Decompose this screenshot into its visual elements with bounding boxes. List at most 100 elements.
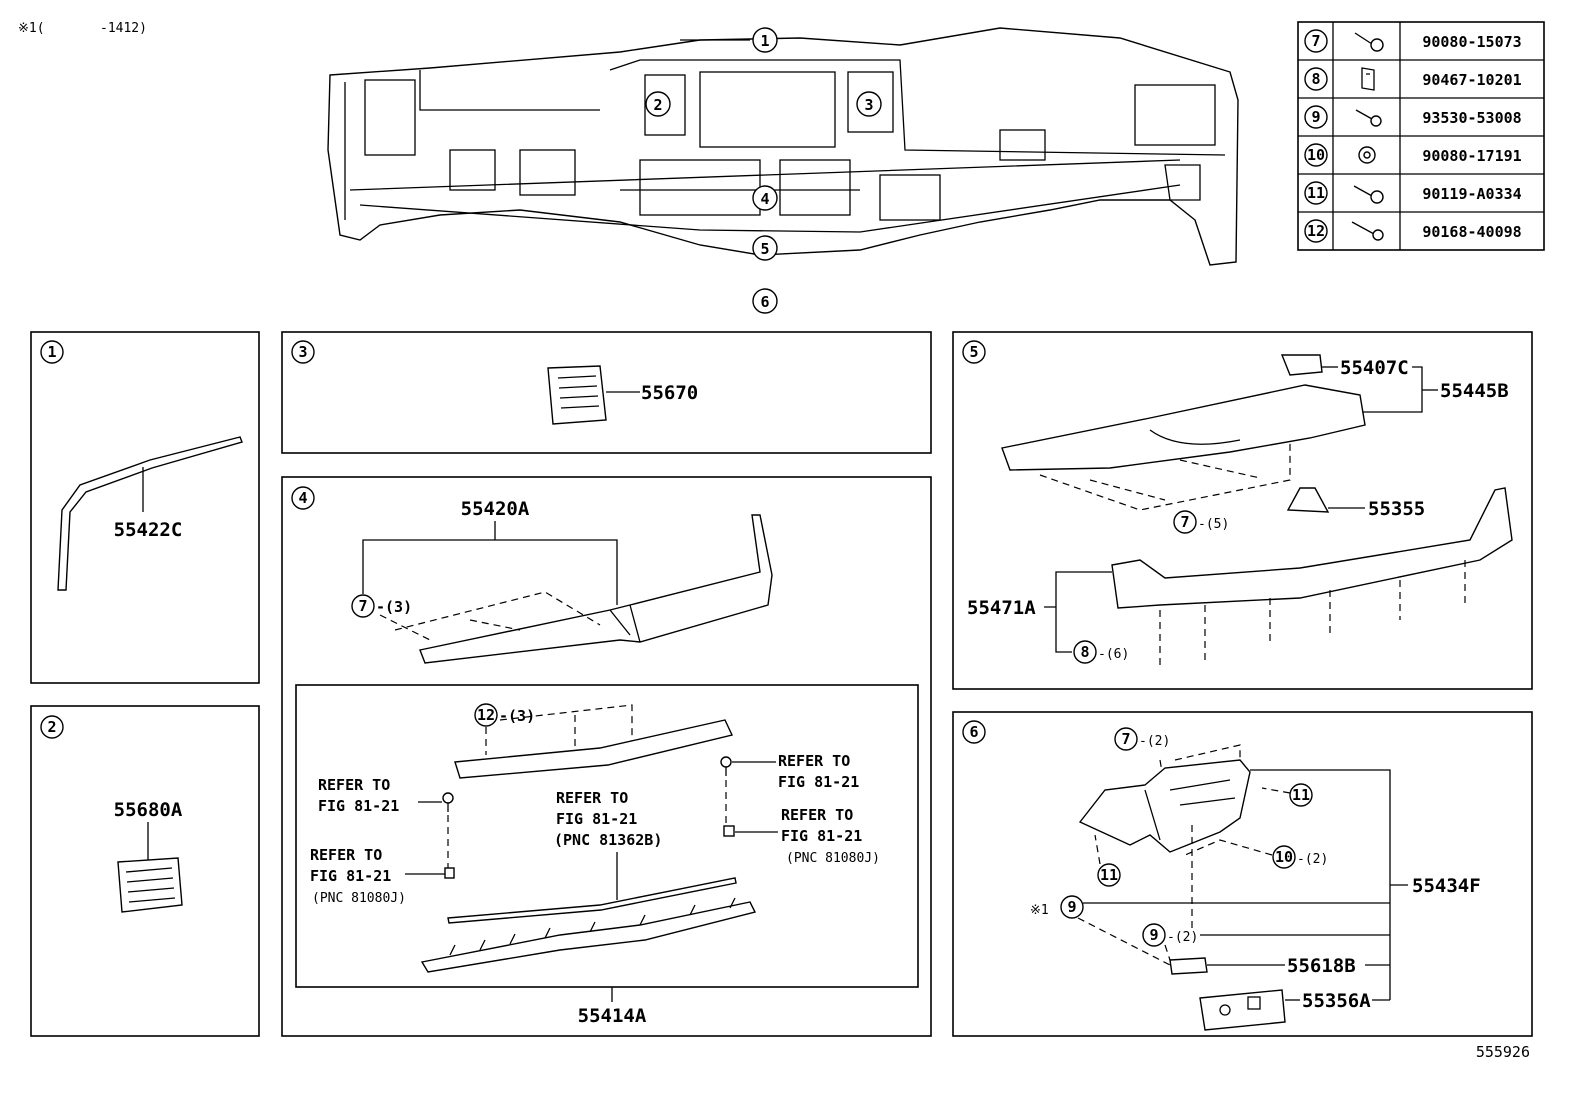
part-label: 55618B bbox=[1287, 955, 1356, 977]
dashboard-overview bbox=[327, 27, 1239, 266]
part-label: 55670 bbox=[641, 382, 698, 404]
screw-icon bbox=[720, 756, 732, 776]
table-part-no: 90467-10201 bbox=[1422, 71, 1521, 89]
part-label: 55356A bbox=[1302, 990, 1371, 1012]
part-label: 55471A bbox=[967, 597, 1036, 619]
header-note-right: -1412) bbox=[100, 21, 147, 36]
callout-11: 11 bbox=[1292, 786, 1310, 804]
fastener-table: 7 90080-15073 8 90467-10201 9 93530-5300… bbox=[1297, 21, 1545, 251]
panel-2: 2 55680A bbox=[30, 705, 260, 1037]
table-part-no: 90168-40098 bbox=[1422, 223, 1521, 241]
refer-label: FIG 81-21 bbox=[778, 773, 859, 791]
refer-label: (PNC 81080J) bbox=[786, 851, 880, 866]
panel-1: 1 55422C bbox=[30, 331, 260, 684]
callout-7: 7 bbox=[358, 597, 367, 615]
part-label: 55680A bbox=[114, 799, 183, 821]
callout-12: 12 bbox=[477, 706, 495, 724]
panel-2-number: 2 bbox=[47, 718, 56, 736]
overview-callout-3: 3 bbox=[864, 96, 873, 114]
callout-7-qty: -(3) bbox=[376, 598, 412, 616]
callout-7-qty: -(2) bbox=[1139, 734, 1170, 749]
callout-7-qty: -(5) bbox=[1198, 517, 1229, 532]
callout-10-qty: -(2) bbox=[1297, 852, 1328, 867]
clip-icon bbox=[723, 825, 735, 837]
wire-harness bbox=[447, 877, 737, 924]
clip-icon bbox=[444, 867, 455, 879]
screw-icon bbox=[1355, 109, 1382, 127]
table-row: 8 90467-10201 bbox=[1304, 67, 1522, 91]
table-ref: 9 bbox=[1311, 108, 1320, 126]
overview-callout-2: 2 bbox=[653, 96, 662, 114]
clip-cap bbox=[1286, 487, 1330, 513]
panel-4-number: 4 bbox=[298, 489, 307, 507]
overview-callout-4: 4 bbox=[760, 190, 769, 208]
refer-label: REFER TO bbox=[318, 776, 390, 794]
refer-label: (PNC 81080J) bbox=[312, 891, 406, 906]
clip-icon bbox=[1361, 67, 1375, 91]
air-vent bbox=[117, 857, 183, 913]
refer-label: FIG 81-21 bbox=[310, 867, 391, 885]
callout-9: 9 bbox=[1067, 898, 1076, 916]
callout-10: 10 bbox=[1275, 848, 1293, 866]
panel-4: 4 55420A 7 -(3) 12 -(3) REFER TO FIG 81-… bbox=[281, 476, 932, 1037]
screw-icon bbox=[442, 792, 454, 812]
table-row: 10 90080-17191 bbox=[1304, 143, 1522, 167]
screw-icon bbox=[1351, 221, 1384, 241]
overview-callouts: 1 2 3 4 5 6 bbox=[645, 27, 882, 314]
panel-3: 3 55670 bbox=[281, 331, 932, 454]
panel-5: 5 55407C 55445B 7 -(5) 55355 55471A 8 -(… bbox=[952, 331, 1533, 690]
part-label: 55422C bbox=[114, 519, 183, 541]
part-label: 55355 bbox=[1368, 498, 1425, 520]
refer-label: FIG 81-21 bbox=[318, 797, 399, 815]
overview-callout-5: 5 bbox=[760, 240, 769, 258]
refer-label: REFER TO bbox=[556, 789, 628, 807]
switch-bezel bbox=[1199, 989, 1286, 1031]
lower-garnish bbox=[1111, 487, 1513, 609]
callout-9-qty: -(2) bbox=[1167, 930, 1198, 945]
lower-panel-assy bbox=[1078, 759, 1251, 853]
upper-garnish bbox=[1001, 384, 1366, 471]
small-bracket bbox=[1169, 957, 1208, 975]
nut-icon bbox=[1358, 146, 1376, 164]
refer-label: REFER TO bbox=[778, 752, 850, 770]
pillar-garnish bbox=[57, 436, 243, 591]
overview-callout-1: 1 bbox=[760, 32, 769, 50]
lower-panel bbox=[420, 901, 757, 973]
refer-label: (PNC 81362B) bbox=[554, 831, 662, 849]
part-label: 55420A bbox=[461, 498, 530, 520]
air-vent bbox=[547, 365, 607, 425]
bracket bbox=[454, 719, 733, 779]
callout-8-qty: -(6) bbox=[1098, 647, 1129, 662]
callout-8: 8 bbox=[1080, 643, 1089, 661]
callout-7: 7 bbox=[1180, 513, 1189, 531]
panel-5-number: 5 bbox=[969, 343, 978, 361]
end-cap bbox=[1280, 354, 1323, 376]
callout-12-qty: -(3) bbox=[499, 707, 535, 725]
part-label: 55445B bbox=[1440, 380, 1509, 402]
panel-3-number: 3 bbox=[298, 343, 307, 361]
table-ref: 11 bbox=[1307, 184, 1325, 202]
callout-11: 11 bbox=[1100, 866, 1118, 884]
callout-7: 7 bbox=[1121, 730, 1130, 748]
panel-1-number: 1 bbox=[47, 343, 56, 361]
part-label: 55407C bbox=[1340, 357, 1409, 379]
header-note-left: ※1( bbox=[18, 21, 45, 36]
part-label: 55434F bbox=[1412, 875, 1481, 897]
table-row: 9 93530-53008 bbox=[1304, 105, 1522, 129]
refer-label: REFER TO bbox=[781, 806, 853, 824]
part-label: 55414A bbox=[578, 1005, 647, 1027]
table-part-no: 93530-53008 bbox=[1422, 109, 1521, 127]
diagram-id: 555926 bbox=[1476, 1043, 1530, 1061]
bolt-icon bbox=[1354, 32, 1384, 52]
refer-label: FIG 81-21 bbox=[556, 810, 637, 828]
refer-label: REFER TO bbox=[310, 846, 382, 864]
callout-9: 9 bbox=[1149, 926, 1158, 944]
panel-6: 6 7 -(2) 11 11 10 -(2) 55434F ※1 9 9 -(2… bbox=[952, 711, 1533, 1037]
overview-callout-6: 6 bbox=[760, 293, 769, 311]
refer-label: FIG 81-21 bbox=[781, 827, 862, 845]
table-part-no: 90080-15073 bbox=[1422, 33, 1521, 51]
table-ref: 12 bbox=[1307, 222, 1325, 240]
table-row: 11 90119-A0334 bbox=[1304, 181, 1522, 205]
table-row: 7 90080-15073 bbox=[1304, 29, 1522, 53]
